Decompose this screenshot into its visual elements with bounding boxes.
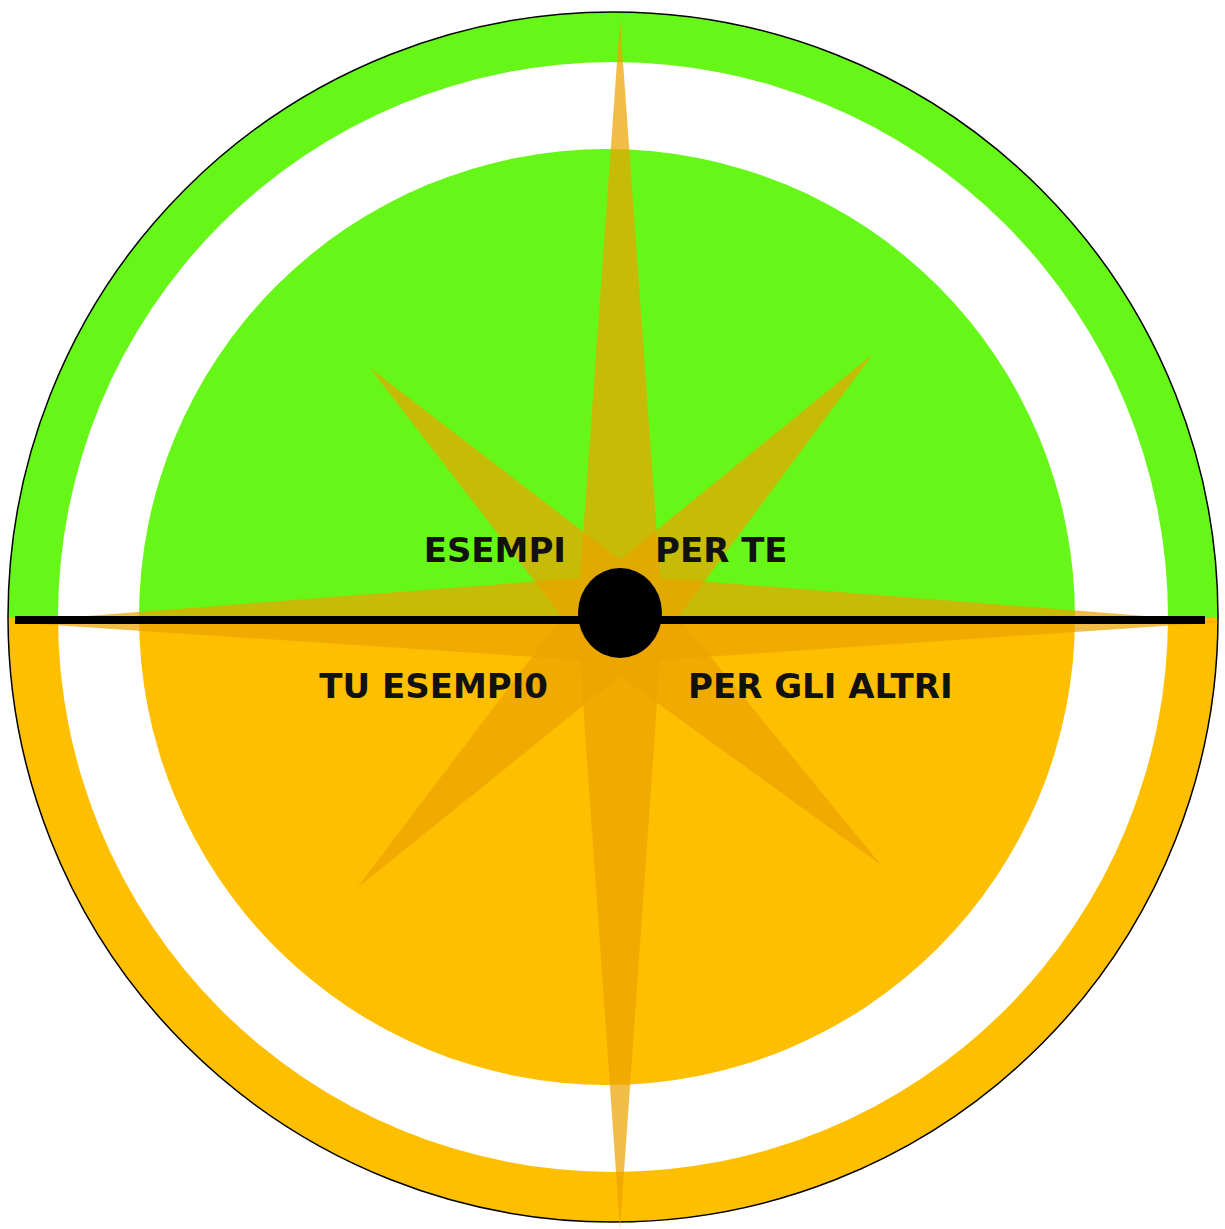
center-dot [578, 568, 662, 658]
compass-label: ESEMPI [424, 530, 566, 571]
compass-label: PER TE [655, 530, 788, 571]
compass-label: TU ESEMPI0 [319, 666, 548, 707]
star-points [8, 20, 1222, 1229]
compass-label: PER GLI ALTRI [688, 666, 953, 707]
